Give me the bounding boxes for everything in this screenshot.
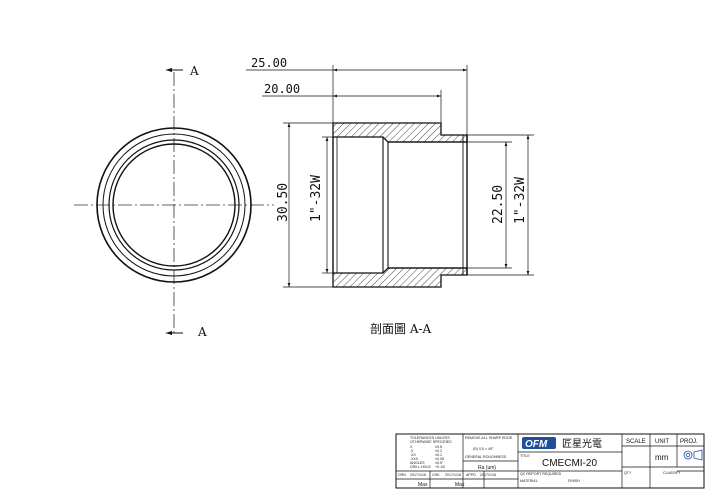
company-logo: OFM (522, 437, 556, 450)
dimension-body-length-label: 20.00 (264, 82, 300, 96)
dimension-right-thread: 1"-32W (467, 134, 534, 276)
approved-label: APPD (466, 473, 476, 477)
edge-note: REMOVE ALL SHARP EDGE (465, 436, 513, 440)
checked-label: CHK (432, 473, 440, 477)
tolerance-line: .XXX (410, 457, 419, 461)
outer-chamfer-circle (102, 133, 246, 277)
classify-label: CLASSIFY (663, 471, 681, 475)
company-name: 匠星光電 (562, 437, 602, 450)
tolerance-value: ±0.05 (435, 457, 444, 461)
general-roughness-label: GENERAL ROUGHNESS (465, 455, 507, 459)
tolerance-line: X (410, 445, 413, 449)
finish-label: FINISH (568, 479, 580, 483)
qty-label: QTY (624, 471, 632, 475)
projection-label: PROJ. (680, 439, 698, 445)
dimension-overall-length: 25.00 (246, 56, 468, 135)
chamfer-note: (R) 0.5 × 45° (473, 447, 494, 451)
section-marker-top: A (166, 64, 199, 78)
max-left: Max (418, 482, 428, 488)
tolerance-line: DRILL HOLE (410, 465, 431, 469)
dimension-left-thread: 1"-32W (309, 136, 333, 274)
checked-date: 2017/1/16 (445, 473, 461, 477)
hatched-wall-top (332, 122, 468, 143)
tolerance-table: TOLERANCES UNLESS OTHERWISE SPECIFIED X … (410, 436, 452, 469)
tolerance-line: .X (410, 449, 414, 453)
material-label: MATERIAL (520, 479, 538, 483)
tolerance-value: ±0.5 (435, 445, 442, 449)
scale-label: SCALE (626, 439, 646, 445)
drawn-label: DRN (398, 473, 406, 477)
drawn-date: 2017/1/16 (410, 473, 426, 477)
title-label: TITLE (520, 454, 530, 458)
company-logo-text: OFM (525, 439, 548, 450)
outer-circle (96, 127, 252, 283)
qc-label: QC REPORT REQUIRED (520, 472, 562, 476)
tolerance-line: TOLERANCES UNLESS (410, 436, 450, 440)
tolerance-value: ±0.1 (435, 453, 442, 457)
hatched-wall-bottom (332, 267, 468, 288)
part-number: CMECMI-20 (542, 458, 597, 469)
tolerance-line: ANGLES (410, 461, 425, 465)
dimension-overall-length-label: 25.00 (251, 56, 287, 70)
front-view: A A (74, 64, 274, 339)
section-view: 25.00 20.00 30.50 1"-32W 22. (246, 56, 534, 336)
dimension-outer-diameter-label: 30.50 (276, 183, 291, 222)
unit-value: mm (655, 453, 669, 462)
thread-major-circle (108, 139, 240, 271)
tolerance-value: +0.1/0 (435, 465, 445, 469)
dimension-body-length: 20.00 (262, 82, 442, 123)
dimension-inner-diameter-label: 22.50 (491, 185, 506, 224)
title-block: TOLERANCES UNLESS OTHERWISE SPECIFIED X … (395, 433, 705, 489)
max-right: Max (455, 482, 465, 488)
dimension-left-thread-label: 1"-32W (309, 175, 324, 222)
section-caption: 剖面圖 A-A (370, 322, 432, 336)
section-marker-bottom-label: A (197, 325, 207, 339)
bore-circle (112, 143, 236, 267)
projection-symbol-icon (683, 449, 703, 461)
roughness-unit: Ra (um) (478, 465, 496, 471)
inner-profile (332, 135, 468, 275)
tolerance-line: OTHERWISE SPECIFIED (410, 440, 452, 444)
approved-date: 2017/1/16 (480, 473, 496, 477)
dimension-inner-diameter: 22.50 (467, 141, 512, 269)
tolerance-value: ±0.2 (435, 449, 442, 453)
dimension-outer-diameter: 30.50 (276, 122, 333, 288)
tolerance-line: .XX (410, 453, 416, 457)
section-marker-top-label: A (189, 64, 199, 78)
unit-label: UNIT (655, 439, 669, 445)
dimension-right-thread-label: 1"-32W (513, 177, 528, 224)
tolerance-value: ±0.5° (435, 461, 444, 465)
section-marker-bottom: A (166, 325, 207, 339)
